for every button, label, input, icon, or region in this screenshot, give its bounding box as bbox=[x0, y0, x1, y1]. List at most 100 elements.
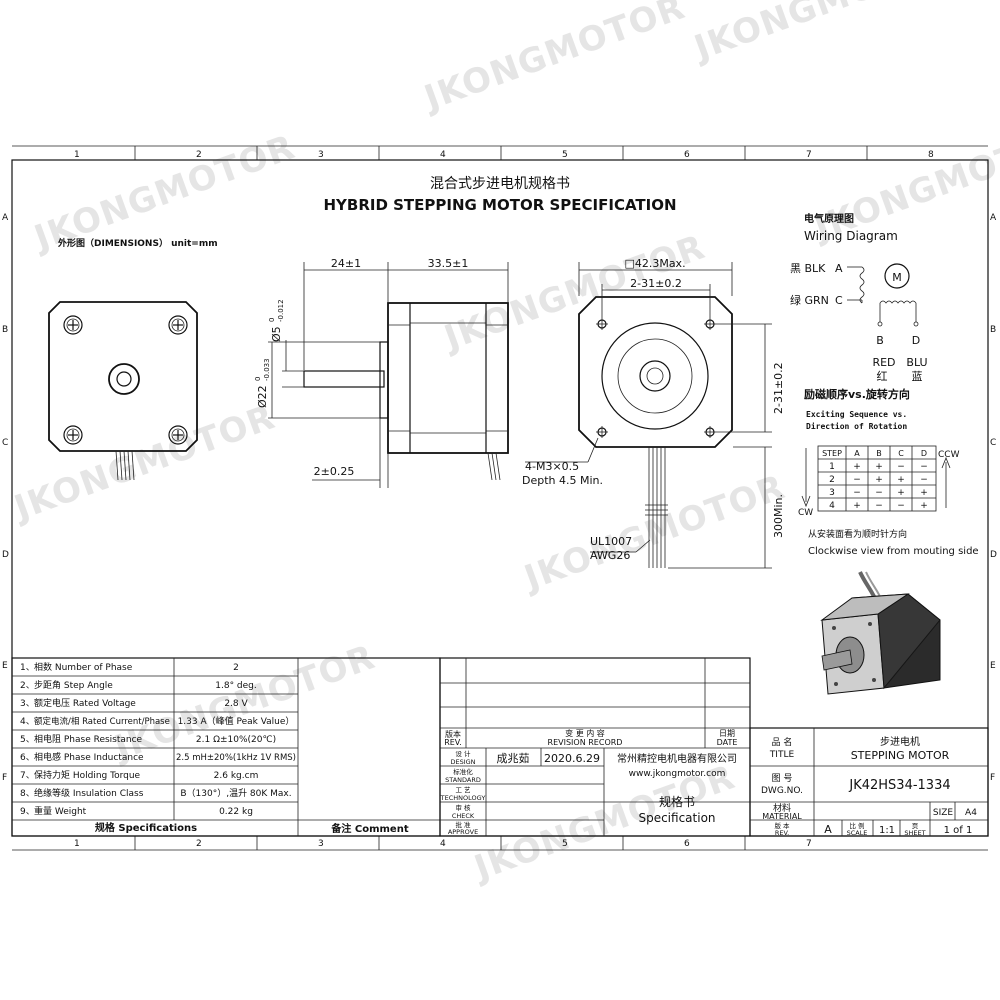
svg-text:+: + bbox=[897, 488, 905, 498]
svg-text:Ø5: Ø5 bbox=[270, 326, 283, 342]
svg-text:审 核: 审 核 bbox=[455, 803, 471, 812]
dim-thread: 4-M3×0.5 bbox=[525, 460, 579, 473]
revision-value: A bbox=[824, 823, 832, 836]
sequence-table bbox=[801, 445, 951, 512]
revision-headers: 版本 REV. 变 更 内 容 REVISION RECORD 日期 DATE bbox=[444, 728, 737, 747]
svg-text:相数 Number of Phase: 相数 Number of Phase bbox=[34, 661, 133, 673]
col-label: 7 bbox=[806, 150, 812, 160]
mounting-hole-icon bbox=[596, 318, 608, 330]
drawing-number: JK42HS34-1334 bbox=[848, 778, 950, 793]
col-label: 6 bbox=[684, 839, 690, 849]
svg-text:2: 2 bbox=[829, 475, 835, 485]
svg-text:3、: 3、 bbox=[20, 699, 35, 709]
screw-icon bbox=[63, 425, 83, 445]
svg-text:REV.: REV. bbox=[444, 738, 462, 747]
col-label: 6 bbox=[684, 150, 690, 160]
svg-text:7、: 7、 bbox=[20, 771, 35, 781]
front-view-mounting-face bbox=[48, 301, 198, 481]
svg-text:−: − bbox=[897, 501, 905, 511]
dim-boss-dia: Ø22 0 -0.033 bbox=[254, 358, 271, 408]
ccw-label: CCW bbox=[938, 450, 960, 460]
svg-text:5、: 5、 bbox=[20, 735, 35, 745]
svg-text:相电阻 Phase Resistance: 相电阻 Phase Resistance bbox=[34, 733, 143, 745]
col-label: 2 bbox=[196, 150, 202, 160]
svg-text:E: E bbox=[990, 661, 996, 671]
svg-text:−: − bbox=[920, 462, 928, 472]
svg-text:STEP: STEP bbox=[822, 449, 842, 458]
face-view bbox=[525, 262, 772, 569]
svg-text:工 艺: 工 艺 bbox=[455, 786, 471, 794]
svg-text:−: − bbox=[920, 475, 928, 485]
svg-text:STANDARD: STANDARD bbox=[445, 776, 481, 784]
svg-text:REV.: REV. bbox=[775, 829, 789, 837]
svg-text:JKONGMOTOR: JKONGMOTOR bbox=[518, 467, 791, 599]
cable-spec: UL1007 bbox=[590, 535, 632, 548]
mounting-hole-icon bbox=[596, 426, 608, 438]
svg-text:C: C bbox=[2, 438, 8, 448]
screw-icon bbox=[168, 425, 188, 445]
dim-hole-pitch-h: 2-31±0.2 bbox=[630, 277, 682, 290]
svg-text:材料: 材料 bbox=[773, 802, 791, 814]
lead-wires-stub bbox=[487, 452, 501, 481]
svg-text:+: + bbox=[875, 475, 883, 485]
svg-text:重量 Weight: 重量 Weight bbox=[34, 805, 87, 817]
svg-text:0.22 kg: 0.22 kg bbox=[219, 807, 253, 817]
svg-text:F: F bbox=[2, 773, 7, 783]
shaft bbox=[303, 370, 385, 388]
col-label: 8 bbox=[928, 150, 934, 160]
svg-text:B（130°）,温升 80K Max.: B（130°）,温升 80K Max. bbox=[180, 788, 291, 799]
motor-illustration bbox=[820, 571, 941, 695]
svg-text:标准化: 标准化 bbox=[453, 767, 473, 776]
svg-text:2.1 Ω±10%(20℃): 2.1 Ω±10%(20℃) bbox=[196, 735, 276, 745]
svg-text:绝缘等级 Insulation Class: 绝缘等级 Insulation Class bbox=[34, 787, 144, 799]
mounting-hole-icon bbox=[704, 426, 716, 438]
sequence-rows: 1 + + − − 2 − + + − 3 − − + + 4 + − − + bbox=[829, 462, 928, 511]
size-value: A4 bbox=[965, 808, 977, 818]
svg-text:1: 1 bbox=[829, 462, 835, 472]
wiring-diagram: M bbox=[847, 263, 919, 327]
scale-label-cn: 比 例 bbox=[849, 821, 864, 830]
lead-wires-stub bbox=[115, 450, 135, 481]
svg-text:+: + bbox=[853, 501, 861, 511]
design-date: 2020.6.29 bbox=[544, 752, 600, 765]
svg-text:日期: 日期 bbox=[719, 729, 735, 738]
svg-text:+: + bbox=[920, 501, 928, 511]
company-website: www.jkongmotor.com bbox=[629, 769, 726, 779]
svg-text:步距角 Step Angle: 步距角 Step Angle bbox=[34, 679, 113, 691]
designer: 成兆茹 bbox=[497, 751, 530, 765]
svg-text:REVISION RECORD: REVISION RECORD bbox=[548, 738, 623, 747]
svg-text:8、: 8、 bbox=[20, 789, 35, 799]
side-view bbox=[268, 262, 509, 488]
svg-text:+: + bbox=[875, 462, 883, 472]
title-cn: 混合式步进电机规格书 bbox=[430, 176, 570, 192]
dim-hole-pitch-v: 2-31±0.2 bbox=[772, 362, 785, 414]
sequence-title-cn: 励磁顺序vs.旋转方向 bbox=[804, 387, 910, 401]
rotation-note-en: Clockwise view from mouting side bbox=[808, 546, 979, 557]
svg-text:6、: 6、 bbox=[20, 753, 35, 763]
title-block-grid bbox=[439, 657, 989, 837]
wiring-title-en: Wiring Diagram bbox=[804, 229, 898, 243]
svg-text:图 号: 图 号 bbox=[772, 773, 793, 784]
wire-red-cn: 红 bbox=[877, 370, 888, 383]
svg-text:D: D bbox=[990, 550, 997, 560]
row-labels: A B C D E F A B C D E F bbox=[2, 213, 997, 783]
scale-value: 1:1 bbox=[879, 825, 895, 836]
svg-text:B: B bbox=[2, 325, 8, 335]
svg-text:保持力矩 Holding Torque: 保持力矩 Holding Torque bbox=[34, 769, 141, 781]
svg-text:JKONGMOTOR: JKONGMOTOR bbox=[438, 227, 711, 359]
spec-footer: 规格 Specifications bbox=[95, 821, 197, 834]
svg-text:品 名: 品 名 bbox=[772, 736, 793, 748]
col-label: 5 bbox=[562, 839, 568, 849]
screw-icon bbox=[168, 315, 188, 335]
product-name-en: STEPPING MOTOR bbox=[851, 749, 950, 762]
sheet-label-en: SHEET bbox=[904, 829, 925, 837]
svg-text:4: 4 bbox=[829, 501, 835, 511]
cw-label: CW bbox=[798, 508, 813, 518]
svg-text:DESIGN: DESIGN bbox=[450, 758, 475, 766]
svg-text:TITLE: TITLE bbox=[769, 750, 795, 760]
svg-text:B: B bbox=[876, 449, 882, 458]
svg-text:DWG.NO.: DWG.NO. bbox=[761, 786, 803, 796]
